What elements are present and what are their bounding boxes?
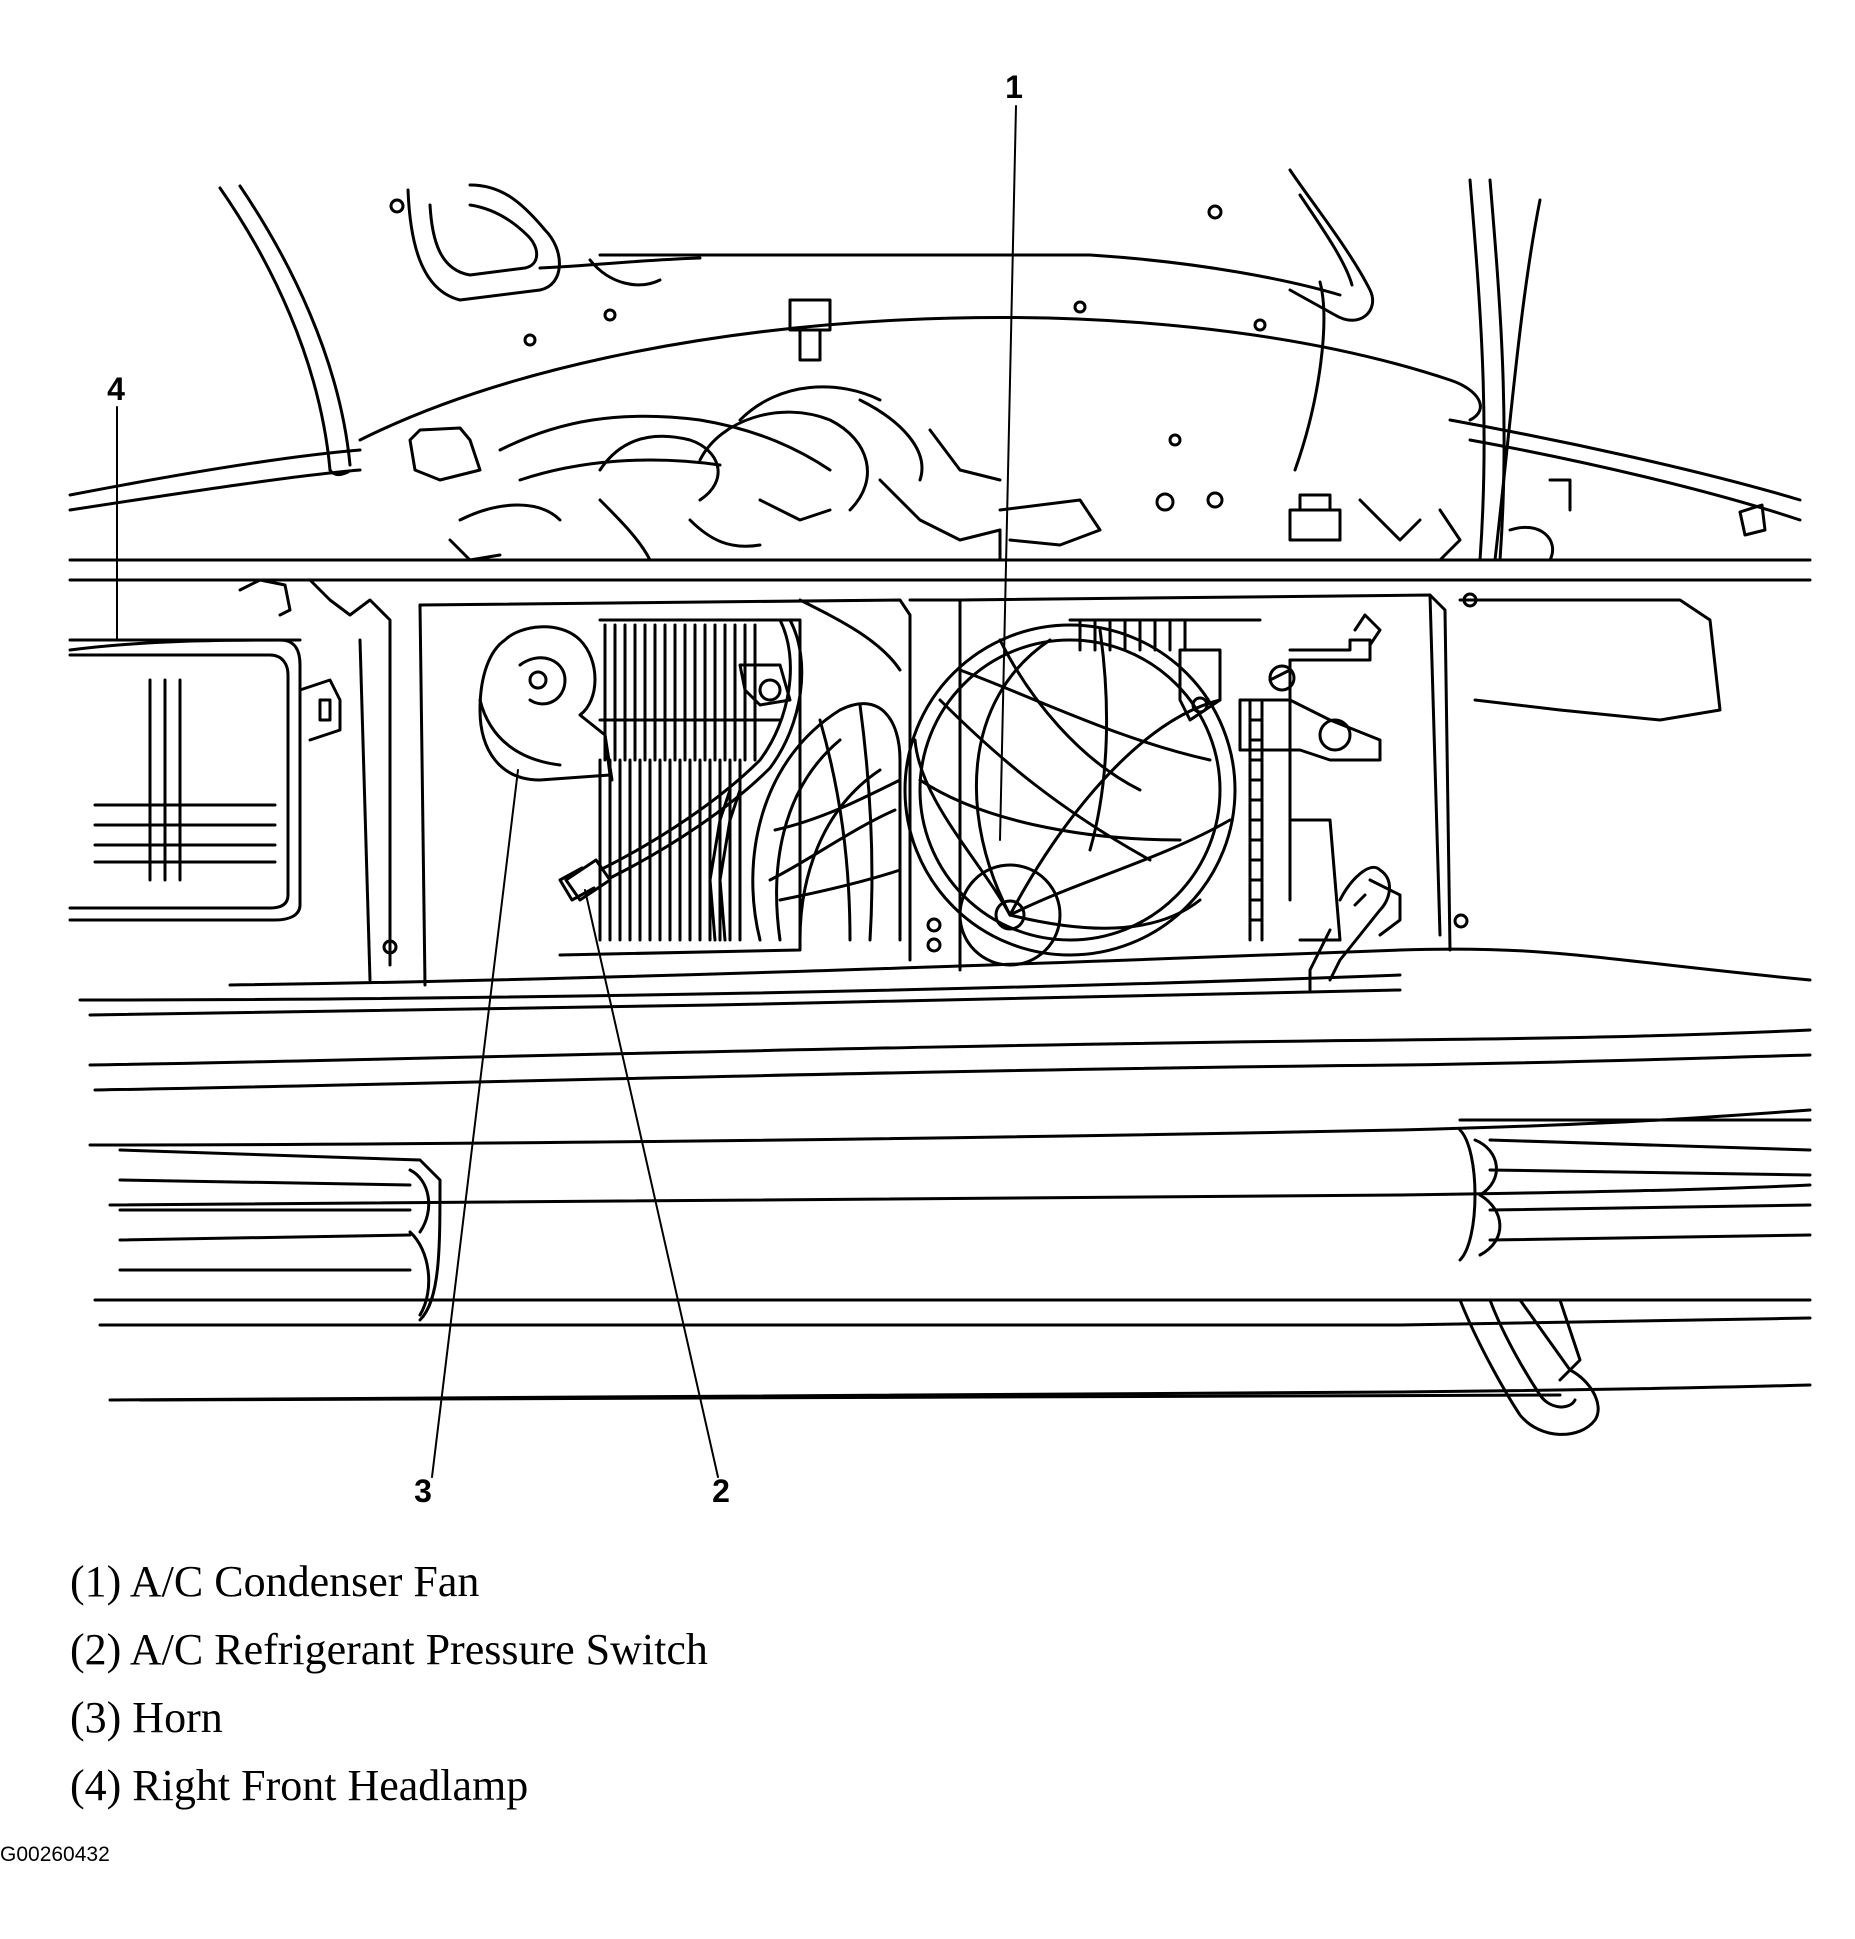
legend-item-horn: (3) Horn [70,1693,223,1742]
front-bumper [78,947,1812,1436]
hood [218,168,1542,562]
figure-id: G00260432 [0,1843,110,1866]
headlamp [68,638,342,922]
ac-lines [558,598,902,942]
ac-condenser-fan [751,623,1237,967]
callout-2: 2 [712,1473,730,1509]
right-bracket [1178,613,1402,992]
callout-3: 3 [414,1473,432,1509]
horn [478,625,614,782]
fender-body-line [68,418,1802,537]
component-legend: (1) A/C Condenser Fan (2) A/C Refrigeran… [70,1548,708,1820]
legend-item-ac-condenser-fan: (1) A/C Condenser Fan [70,1557,480,1606]
radiator-support [68,558,1812,987]
engine-bay-diagram: 1 4 3 2 [68,69,1812,1509]
legend-item-right-front-headlamp: (4) Right Front Headlamp [70,1761,529,1810]
callout-leaders [116,105,1017,1478]
legend-item-ac-refrigerant-pressure-switch: (2) A/C Refrigerant Pressure Switch [70,1625,708,1674]
callout-4: 4 [107,371,125,407]
engine-components [408,298,1572,562]
callout-1: 1 [1005,69,1023,105]
